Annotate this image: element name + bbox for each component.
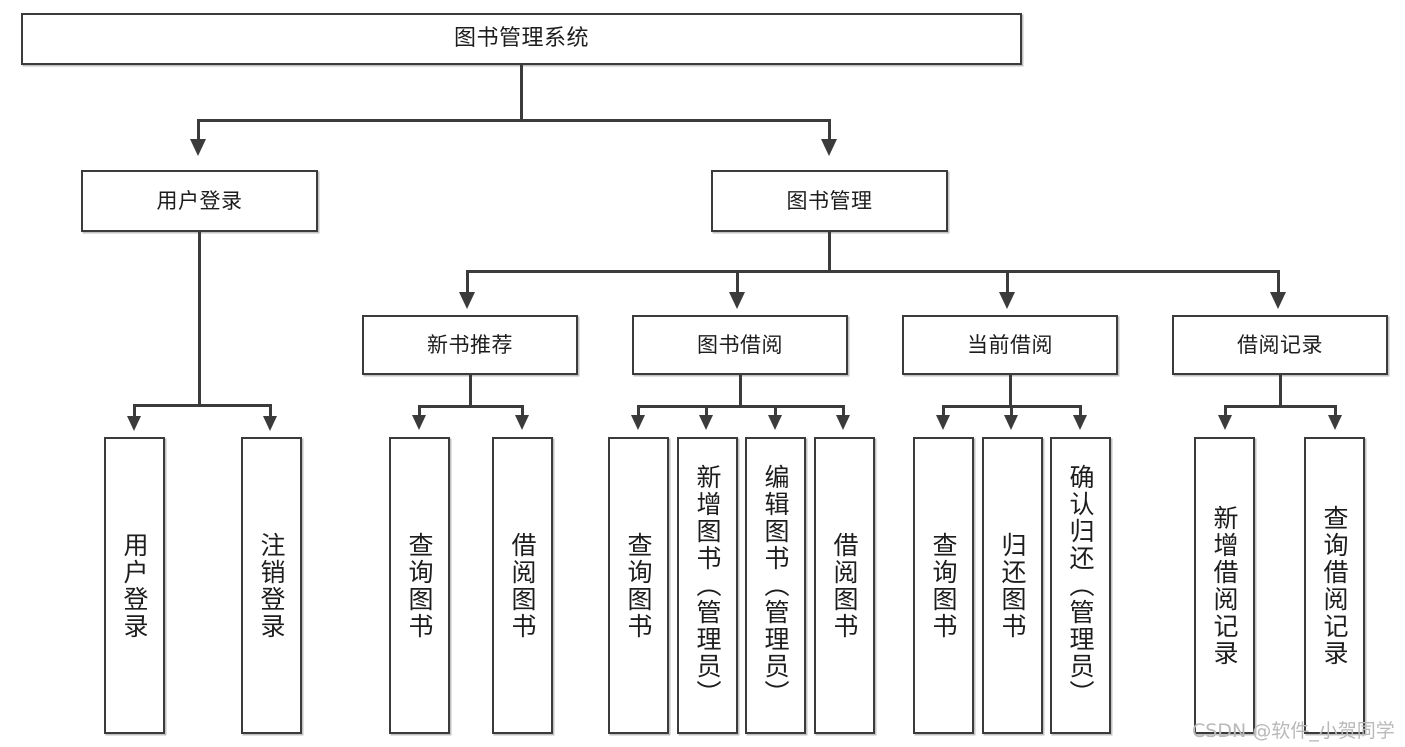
leaf-label: 查询图书 (929, 531, 958, 640)
leaf-label: 确认归还（管理员） (1066, 464, 1095, 707)
node-label: 图书管理 (786, 188, 873, 213)
arrow-to-leaf-borrow-book-2 (836, 415, 850, 430)
arrow-to-leaf-add-book (699, 415, 713, 430)
node-label: 新书推荐 (427, 332, 513, 357)
connector-book-borrow-drop-0 (637, 405, 640, 417)
leaf-edit-book-admin[interactable]: 编辑图书（管理员） (745, 437, 806, 734)
arrow-to-borrow-record (1270, 292, 1286, 309)
node-label: 用户登录 (156, 188, 243, 213)
node-new-book-recommend[interactable]: 新书推荐 (362, 315, 578, 375)
arrow-to-leaf-query-book-3 (936, 415, 950, 430)
arrow-to-book-management (821, 139, 837, 156)
leaf-label: 查询图书 (405, 531, 434, 640)
connector-book-borrow-bus (637, 405, 845, 408)
leaf-label: 归还图书 (998, 531, 1027, 640)
arrow-to-user-login (190, 139, 206, 156)
leaf-label: 编辑图书（管理员） (761, 464, 790, 707)
connector-borrow-record-drop-0 (1224, 405, 1227, 417)
leaf-label: 查询图书 (624, 531, 653, 640)
arrow-to-leaf-borrow-book-1 (515, 415, 529, 430)
connector-level2-drop-0 (466, 270, 469, 294)
leaf-user-login[interactable]: 用户登录 (104, 437, 165, 734)
connector-user-login-drop-0 (133, 404, 136, 418)
connector-user-login-drop-1 (269, 404, 272, 418)
connector-level1-drop-1 (828, 119, 831, 141)
connector-level2-bus (466, 270, 1280, 273)
connector-level2-drop-2 (1006, 270, 1009, 294)
arrow-to-leaf-add-borrow-record (1218, 415, 1232, 430)
connector-level2-drop-3 (1277, 270, 1280, 294)
connector-book-borrow-stem (739, 375, 742, 407)
node-book-management[interactable]: 图书管理 (711, 170, 948, 232)
leaf-label: 注销登录 (257, 531, 286, 640)
connector-book-borrow-drop-3 (842, 405, 845, 417)
connector-root-stem (520, 65, 523, 121)
leaf-label: 新增图书（管理员） (693, 464, 722, 707)
arrow-to-leaf-return-book (1004, 415, 1018, 430)
node-root-book-management-system[interactable]: 图书管理系统 (21, 13, 1022, 65)
connector-new-book-drop-0 (418, 405, 421, 417)
connector-level1-drop-0 (197, 119, 200, 141)
leaf-confirm-return-admin[interactable]: 确认归还（管理员） (1050, 437, 1111, 734)
connector-current-borrow-drop-2 (1079, 405, 1082, 417)
leaf-borrow-book-recommend[interactable]: 借阅图书 (492, 437, 553, 734)
arrow-to-leaf-confirm-return (1073, 415, 1087, 430)
leaf-logout[interactable]: 注销登录 (241, 437, 302, 734)
leaf-query-book-current[interactable]: 查询图书 (913, 437, 974, 734)
arrow-to-leaf-query-borrow-record (1328, 415, 1342, 430)
arrow-to-leaf-query-book-1 (412, 415, 426, 430)
leaf-label: 用户登录 (120, 531, 149, 640)
connector-borrow-record-drop-1 (1334, 405, 1337, 417)
arrow-to-leaf-query-book-2 (631, 415, 645, 430)
node-label: 当前借阅 (967, 332, 1053, 357)
leaf-query-book-borrow[interactable]: 查询图书 (608, 437, 669, 734)
connector-new-book-drop-1 (521, 405, 524, 417)
arrow-to-book-borrow (729, 292, 745, 309)
node-current-borrow[interactable]: 当前借阅 (902, 315, 1118, 375)
connector-level1-bus (197, 119, 831, 122)
node-label: 图书借阅 (697, 332, 783, 357)
leaf-query-borrow-record[interactable]: 查询借阅记录 (1304, 437, 1365, 734)
node-label: 借阅记录 (1237, 332, 1323, 357)
leaf-label: 借阅图书 (508, 531, 537, 640)
connector-borrow-record-bus (1224, 405, 1337, 408)
connector-level2-drop-1 (736, 270, 739, 294)
connector-current-borrow-drop-0 (942, 405, 945, 417)
connector-current-borrow-stem (1009, 375, 1012, 407)
connector-book-management-stem (828, 232, 831, 272)
arrow-to-leaf-edit-book (768, 415, 782, 430)
arrow-to-new-book-recommend (459, 292, 475, 309)
connector-book-borrow-drop-2 (774, 405, 777, 417)
leaf-label: 新增借阅记录 (1210, 504, 1239, 667)
arrow-to-leaf-logout (263, 416, 277, 431)
leaf-label: 借阅图书 (830, 531, 859, 640)
node-user-login[interactable]: 用户登录 (81, 170, 318, 232)
node-borrow-record[interactable]: 借阅记录 (1172, 315, 1388, 375)
connector-borrow-record-stem (1279, 375, 1282, 407)
arrow-to-leaf-user-login (127, 416, 141, 431)
connector-new-book-bus (418, 405, 524, 408)
node-label: 图书管理系统 (453, 26, 589, 52)
leaf-borrow-book[interactable]: 借阅图书 (814, 437, 875, 734)
node-book-borrow[interactable]: 图书借阅 (632, 315, 848, 375)
connector-current-borrow-drop-1 (1010, 405, 1013, 417)
connector-user-login-stem (198, 232, 201, 406)
leaf-label: 查询借阅记录 (1320, 504, 1349, 667)
connector-book-borrow-drop-1 (705, 405, 708, 417)
leaf-return-book[interactable]: 归还图书 (982, 437, 1043, 734)
arrow-to-current-borrow (999, 292, 1015, 309)
leaf-add-borrow-record[interactable]: 新增借阅记录 (1194, 437, 1255, 734)
leaf-query-book-recommend[interactable]: 查询图书 (389, 437, 450, 734)
connector-new-book-stem (469, 375, 472, 407)
leaf-add-book-admin[interactable]: 新增图书（管理员） (677, 437, 738, 734)
connector-user-login-bus (133, 404, 271, 407)
